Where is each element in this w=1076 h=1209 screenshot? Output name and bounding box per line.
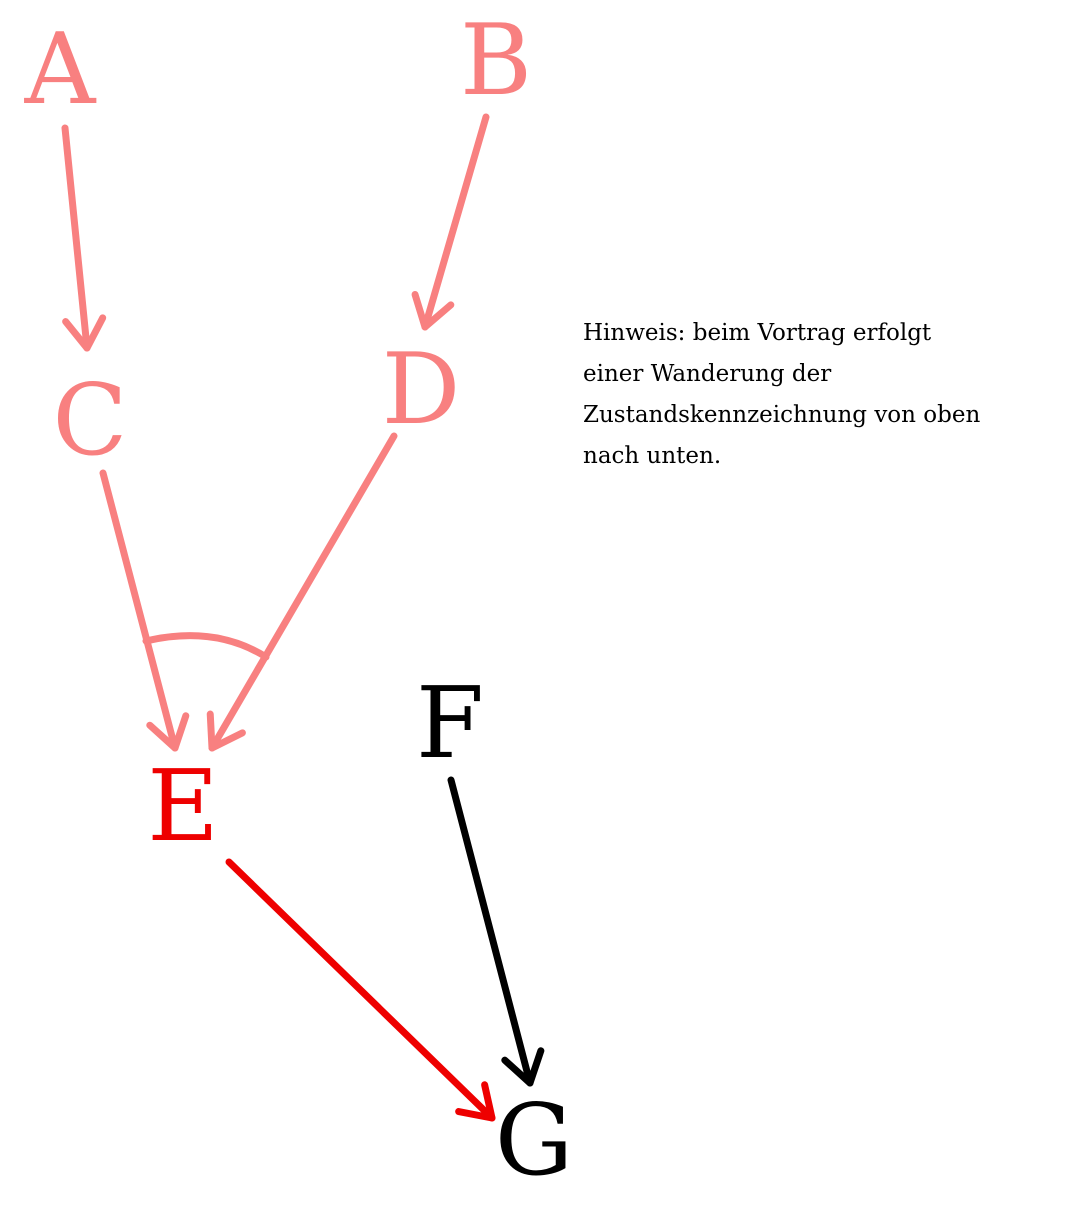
node-e: E bbox=[147, 750, 219, 864]
note-line-3: Zustandskennzeichnung von oben bbox=[583, 402, 981, 428]
note-line-2: einer Wanderung der bbox=[583, 361, 832, 387]
nodes-layer: A B C D E F G bbox=[24, 4, 574, 1198]
edge-b-d bbox=[411, 113, 490, 331]
note-text: Hinweis: beim Vortrag erfolgt einer Wand… bbox=[583, 313, 1023, 477]
node-b: B bbox=[460, 4, 532, 118]
edge-d-e bbox=[206, 432, 398, 752]
node-a: A bbox=[24, 13, 97, 127]
edge-c-e bbox=[99, 469, 190, 752]
node-c: C bbox=[53, 364, 128, 478]
node-d: D bbox=[382, 333, 461, 447]
note-line-1: Hinweis: beim Vortrag erfolgt bbox=[583, 320, 932, 346]
edge-f-g bbox=[447, 776, 545, 1087]
join-arc bbox=[142, 632, 270, 661]
edges-layer bbox=[61, 113, 545, 1122]
node-f: F bbox=[416, 667, 484, 781]
node-g: G bbox=[495, 1084, 573, 1198]
note-line-4: nach unten. bbox=[583, 443, 722, 469]
edge-a-c bbox=[61, 124, 107, 352]
edge-e-g bbox=[225, 858, 496, 1122]
